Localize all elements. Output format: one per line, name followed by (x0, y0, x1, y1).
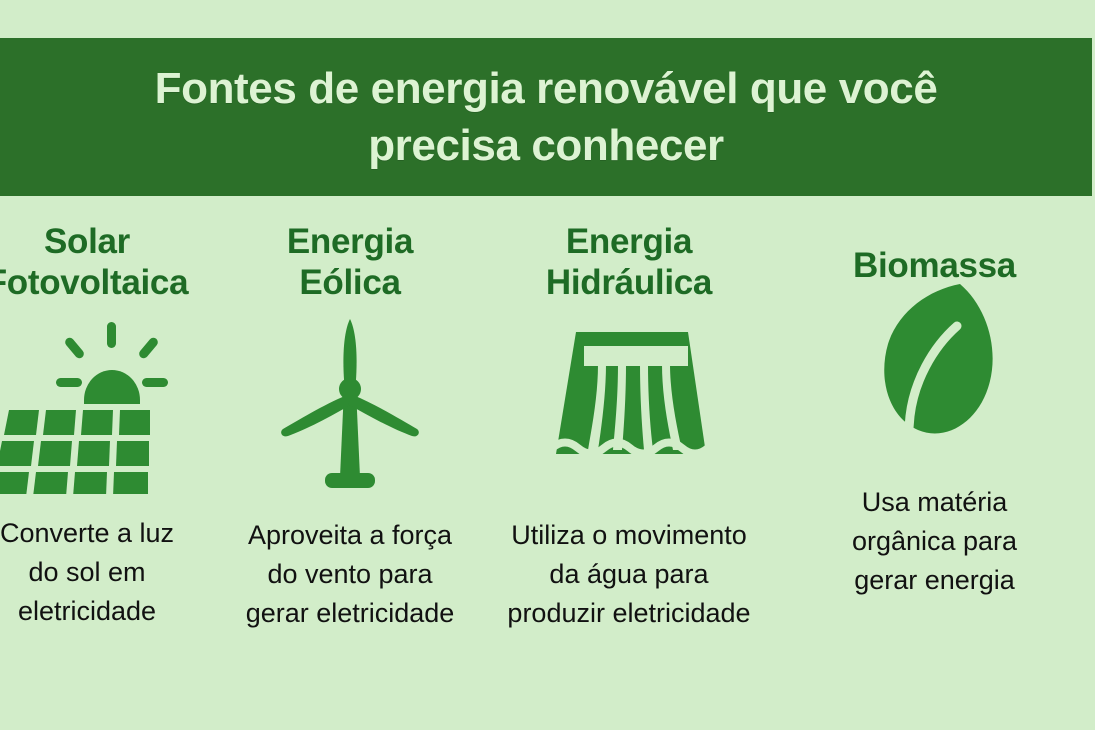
icon-container-hidraulica (484, 312, 774, 502)
card-energia-eolica: Energia Eólica (216, 222, 484, 633)
card-description-eolica: Aproveita a força do vento para gerar el… (245, 519, 455, 629)
header-banner: Fontes de energia renovável que você pre… (0, 38, 1092, 196)
card-title-biomassa: Biomassa (853, 246, 1016, 285)
card-title-solar: Solar Fotovoltaica (0, 222, 189, 302)
hydro-dam-icon (548, 331, 712, 478)
card-description-biomassa: Usa matéria orgânica para gerar energia (851, 486, 1018, 596)
page-title: Fontes de energia renovável que você pre… (154, 63, 938, 170)
icon-container-biomassa (774, 279, 1095, 469)
card-biomassa: Biomassa Usa matéria orgânica para gerar… (774, 222, 1095, 600)
leaf-icon (883, 283, 993, 467)
renewable-sources-list: Solar Fotovoltaica (0, 222, 1095, 682)
card-title-eolica: Energia Eólica (286, 222, 414, 302)
card-energia-hidraulica: Energia Hidráulica (484, 222, 774, 633)
card-title-hidraulica: Energia Hidráulica (545, 222, 713, 302)
card-description-hidraulica: Utiliza o movimento da água para produzi… (507, 519, 751, 629)
card-description-solar: Converte a luz do sol em eletricidade (0, 517, 175, 627)
wind-turbine-icon (281, 318, 419, 488)
solar-panel-icon (0, 321, 168, 494)
card-solar-fotovoltaica: Solar Fotovoltaica (0, 222, 216, 631)
icon-container-eolica (216, 312, 484, 502)
icon-container-solar (0, 310, 216, 500)
